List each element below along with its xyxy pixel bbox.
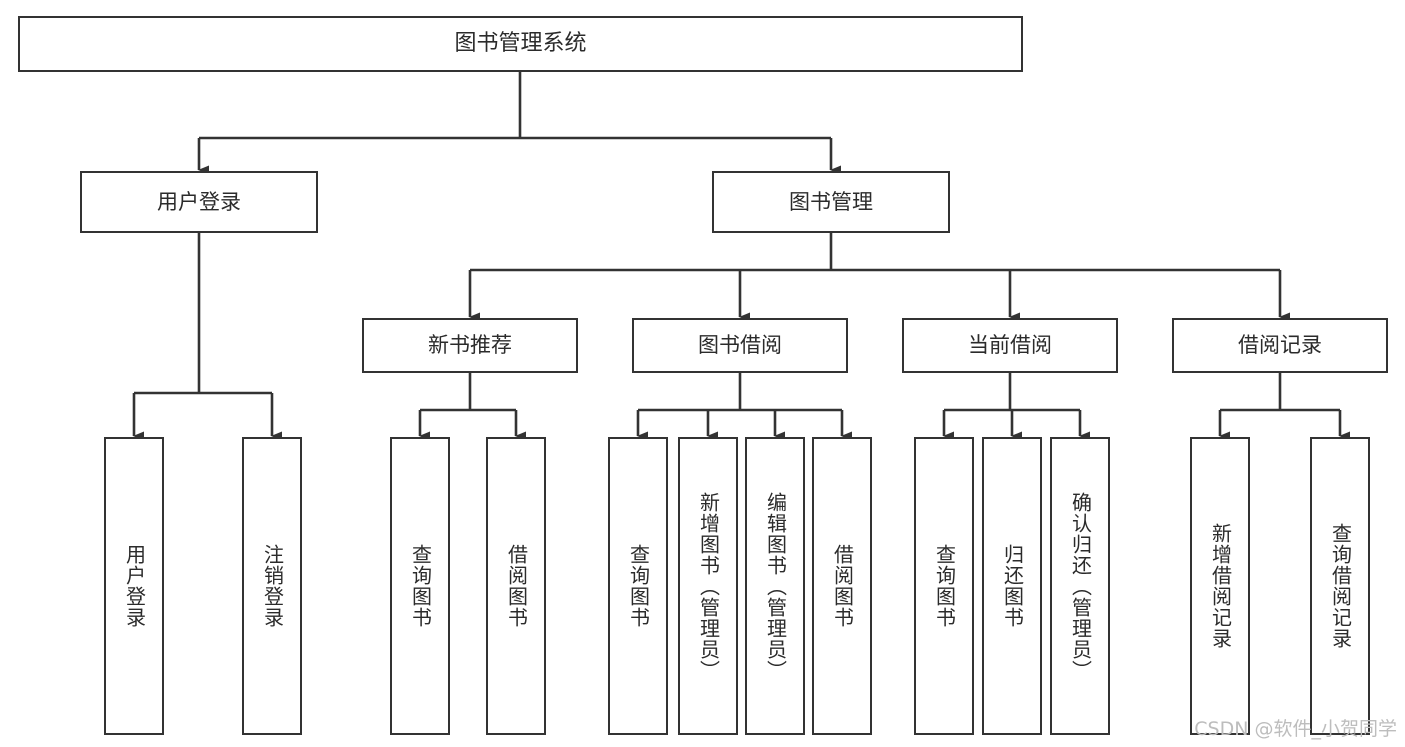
node-root[interactable]: 图书管理系统 xyxy=(18,16,1023,72)
node-label: 当前借阅 xyxy=(968,333,1052,358)
node-current-borrow[interactable]: 当前借阅 xyxy=(902,318,1118,373)
node-label: 图书管理 xyxy=(789,189,873,214)
node-label: 查询图书 xyxy=(408,544,433,628)
node-leaf-user-logout[interactable]: 注销登录 xyxy=(242,437,302,735)
node-book-borrow[interactable]: 图书借阅 xyxy=(632,318,848,373)
node-label: 查询借阅记录 xyxy=(1328,523,1353,649)
node-borrow-record[interactable]: 借阅记录 xyxy=(1172,318,1388,373)
node-leaf-query-record[interactable]: 查询借阅记录 xyxy=(1310,437,1370,735)
node-leaf-user-login[interactable]: 用户登录 xyxy=(104,437,164,735)
node-leaf-return-book[interactable]: 归还图书 xyxy=(982,437,1042,735)
node-label: 新增借阅记录 xyxy=(1208,523,1233,649)
node-leaf-confirm-return[interactable]: 确认归还（管理员） xyxy=(1050,437,1110,735)
node-leaf-add-record[interactable]: 新增借阅记录 xyxy=(1190,437,1250,735)
node-user-login[interactable]: 用户登录 xyxy=(80,171,318,233)
node-book-manage[interactable]: 图书管理 xyxy=(712,171,950,233)
node-label: 查询图书 xyxy=(626,544,651,628)
node-new-book-rec[interactable]: 新书推荐 xyxy=(362,318,578,373)
node-label: 用户登录 xyxy=(157,189,241,214)
node-label: 借阅图书 xyxy=(830,544,855,628)
node-label: 图书管理系统 xyxy=(454,31,587,57)
node-label: 查询图书 xyxy=(932,544,957,628)
node-leaf-add-book[interactable]: 新增图书（管理员） xyxy=(678,437,738,735)
node-label: 新书推荐 xyxy=(428,333,512,358)
node-leaf-query-book-3[interactable]: 查询图书 xyxy=(914,437,974,735)
node-label: 注销登录 xyxy=(260,544,285,628)
node-label: 借阅图书 xyxy=(504,544,529,628)
node-label: 用户登录 xyxy=(122,544,147,628)
node-label: 确认归还（管理员） xyxy=(1068,491,1093,681)
node-label: 图书借阅 xyxy=(698,333,782,358)
node-leaf-edit-book[interactable]: 编辑图书（管理员） xyxy=(745,437,805,735)
node-label: 新增图书（管理员） xyxy=(696,491,721,681)
node-leaf-query-book-2[interactable]: 查询图书 xyxy=(608,437,668,735)
node-label: 借阅记录 xyxy=(1238,333,1322,358)
node-label: 归还图书 xyxy=(1000,544,1025,628)
node-leaf-borrow-book-1[interactable]: 借阅图书 xyxy=(486,437,546,735)
node-leaf-borrow-book-2[interactable]: 借阅图书 xyxy=(812,437,872,735)
node-leaf-query-book-1[interactable]: 查询图书 xyxy=(390,437,450,735)
node-label: 编辑图书（管理员） xyxy=(763,491,788,681)
